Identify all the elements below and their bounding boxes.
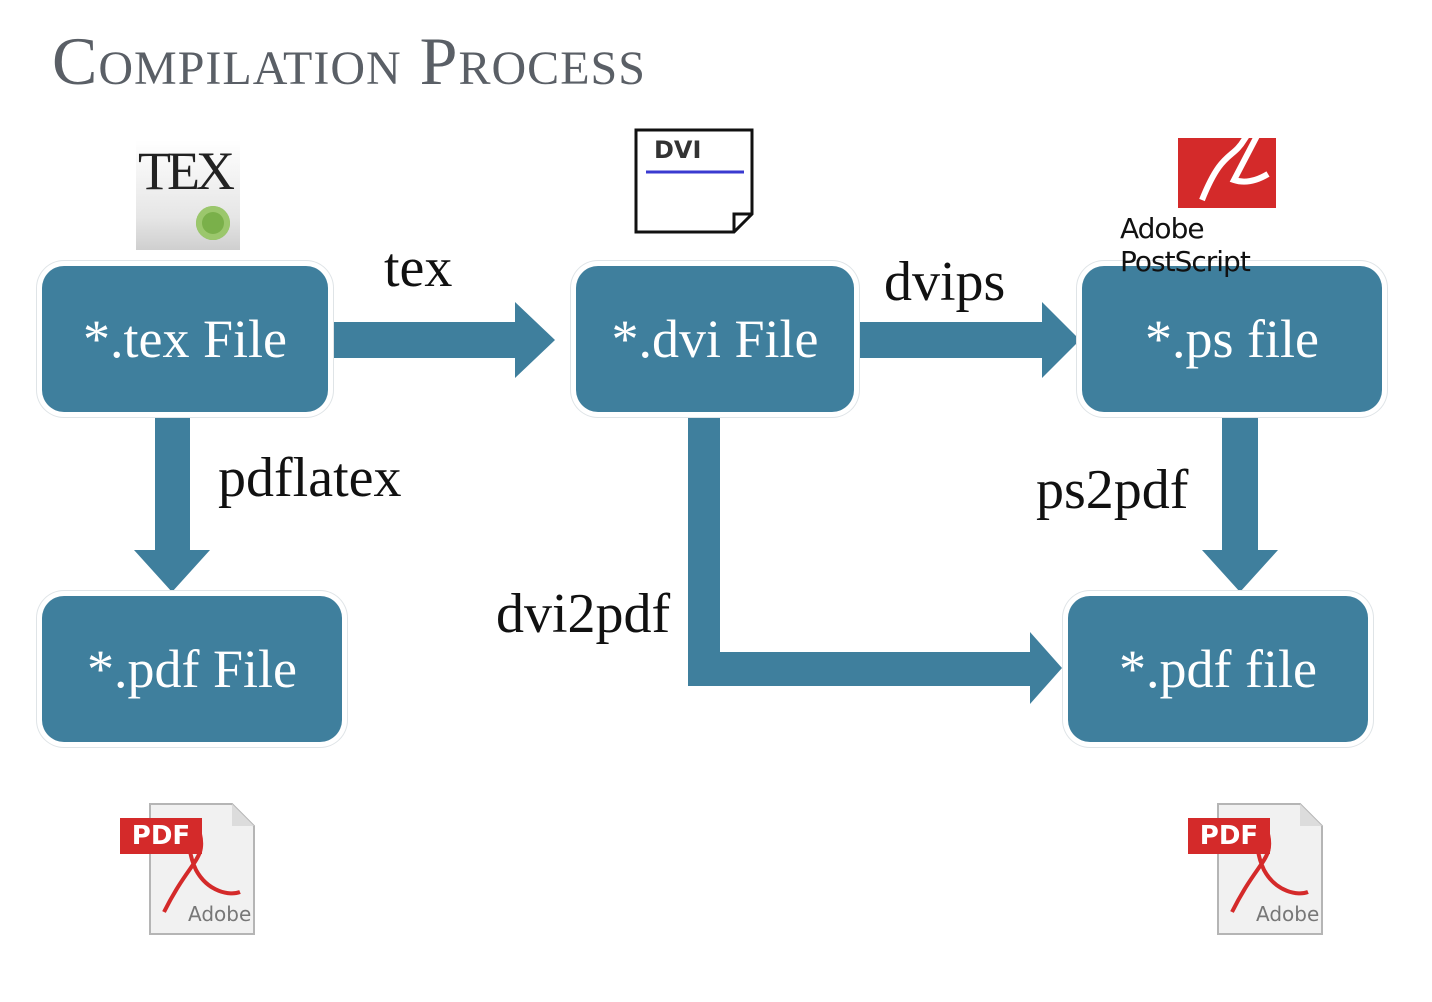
edge-label-dvi2pdf: dvi2pdf [496, 583, 671, 645]
adobe-text: Adobe [1256, 902, 1320, 926]
node-tex-file: *.tex File [42, 266, 328, 412]
postscript-logo: Adobe PostScript [1116, 120, 1336, 278]
tex-gear-icon [196, 206, 230, 240]
dvi-logo: DVI [634, 128, 754, 234]
node-pdf-file-right: *.pdf file [1068, 596, 1368, 742]
edge-label-pdflatex: pdflatex [218, 447, 402, 509]
pdf-badge-text: PDF [1188, 818, 1270, 854]
arrow-tex-to-dvi [330, 302, 555, 378]
adobe-text: Adobe [188, 902, 252, 926]
pdf-logo-right: PDF Adobe [1188, 800, 1328, 940]
node-pdf-file-left: *.pdf File [42, 596, 342, 742]
pdf-logo-left: PDF Adobe [120, 800, 260, 940]
tex-logo-text: TEX [138, 141, 235, 201]
arrow-ps-to-pdf [1202, 415, 1278, 592]
edge-label-ps2pdf: ps2pdf [1036, 459, 1189, 521]
pdf-badge-text: PDF [120, 818, 202, 854]
postscript-logo-text: Adobe PostScript [1120, 212, 1251, 278]
adobe-acrobat-icon [1178, 123, 1276, 208]
tex-logo: TEX [136, 140, 240, 250]
node-dvi-file: *.dvi File [576, 266, 854, 412]
page-title: Compilation Process [52, 23, 646, 99]
dvi-file-icon [634, 128, 754, 234]
dvi-logo-text: DVI [654, 136, 702, 164]
edge-label-dvips: dvips [884, 251, 1006, 313]
node-ps-file: *.ps file [1082, 266, 1382, 412]
arrow-tex-to-pdf [134, 415, 210, 592]
edge-label-tex: tex [384, 237, 453, 299]
arrow-dvi-to-pdf [688, 410, 1062, 704]
arrow-dvi-to-ps [858, 302, 1080, 378]
